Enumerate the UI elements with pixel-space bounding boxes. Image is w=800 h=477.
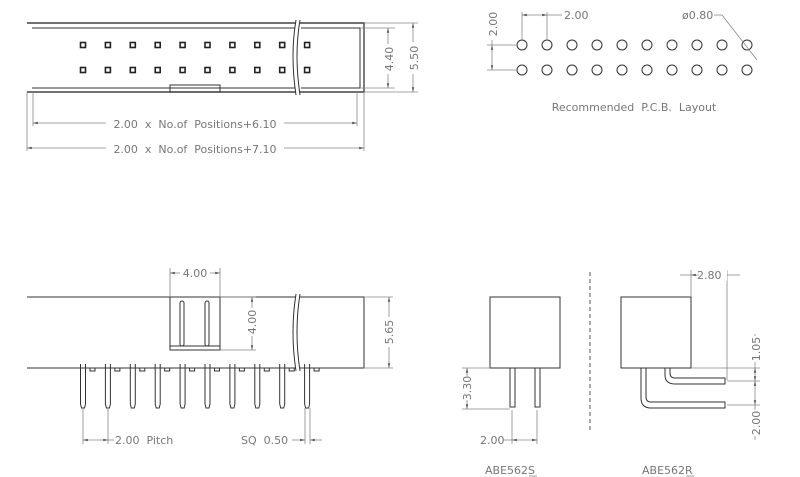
pin-square — [303, 41, 311, 49]
pin-square — [129, 66, 137, 74]
pin — [534, 367, 541, 408]
pin — [104, 364, 111, 409]
standoff-notch — [288, 368, 295, 372]
pcb-hole — [666, 39, 678, 51]
pcb-hole — [566, 39, 578, 51]
lower-pin — [640, 368, 726, 409]
pin-square — [254, 41, 261, 49]
pin — [154, 364, 161, 409]
pin-square — [278, 41, 286, 49]
pcb-hole — [741, 39, 753, 51]
dim-outer-length: 2.00 x No.of Positions+7.10 — [113, 143, 276, 156]
pin — [279, 364, 286, 409]
pin-square — [278, 66, 286, 74]
pcb-hole — [541, 39, 553, 51]
pin-square — [179, 66, 186, 74]
pin-square — [229, 66, 236, 74]
standoff-notch — [139, 368, 146, 372]
pin — [204, 364, 211, 409]
pin-square — [303, 66, 311, 74]
dim-straight-pitch: 2.00 — [480, 434, 505, 447]
pcb-layout-title: Recommended P.C.B. Layout — [552, 101, 717, 114]
pin-square — [154, 66, 161, 74]
pin-square — [79, 41, 87, 49]
pin — [304, 364, 311, 409]
dim-first-row-height: 1.05 — [750, 337, 763, 362]
pin-square — [154, 41, 161, 49]
standoff-notch — [263, 368, 270, 372]
pcb-hole — [616, 64, 628, 76]
dim-hole-diameter: ø0.80 — [682, 9, 713, 22]
pcb-hole — [716, 39, 728, 51]
pcb-hole — [641, 64, 653, 76]
standoff-notch — [238, 368, 245, 372]
pcb-hole — [541, 64, 553, 76]
pin-square — [104, 66, 112, 74]
pcb-hole — [641, 39, 653, 51]
pin-square — [129, 41, 137, 49]
pcb-hole — [591, 39, 603, 51]
pin — [509, 367, 516, 408]
dim-window-width: 4.00 — [183, 267, 208, 280]
pcb-hole — [741, 64, 753, 76]
pcb-hole — [516, 39, 528, 51]
pin-square — [179, 41, 186, 49]
polarization-key — [169, 84, 221, 93]
right-angle-variant-label: ABE562R — [642, 464, 693, 477]
dim-pitch: 2.00 Pitch — [115, 434, 173, 447]
dim-pin-size: SQ 0.50 — [241, 434, 288, 447]
pcb-hole — [716, 64, 728, 76]
standoff-notch — [164, 368, 171, 372]
dim-pin-length: 3.30 — [461, 376, 474, 401]
pcb-hole — [566, 64, 578, 76]
pin-square — [79, 66, 87, 74]
pcb-hole — [691, 39, 703, 51]
pin-square — [104, 41, 112, 49]
standoff-notch — [89, 368, 96, 372]
standoff-notch — [313, 368, 320, 372]
dim-inner-length: 2.00 x No.of Positions+6.10 — [113, 118, 276, 131]
standoff-notch — [189, 368, 196, 372]
pin — [80, 364, 86, 409]
pcb-hole — [616, 39, 628, 51]
pin — [129, 364, 136, 409]
pcb-hole — [516, 64, 528, 76]
pcb-hole — [666, 64, 678, 76]
pin-square — [254, 66, 261, 74]
pin-square — [229, 41, 236, 49]
straight-variant: 3.30 2.00 ABE562S — [461, 296, 561, 477]
dim-outer-height: 5.50 — [408, 46, 421, 71]
dim-row-pitch: 2.00 — [487, 12, 500, 37]
pin-square — [204, 41, 211, 49]
upper-pin — [664, 368, 726, 385]
dim-right-row-pitch: 2.00 — [750, 411, 763, 436]
dim-offset: 2.80 — [697, 269, 722, 282]
standoff-notch — [214, 368, 220, 372]
pcb-hole — [691, 64, 703, 76]
top-view: 4.40 5.50 2.00 x No.of Positions+6.10 2.… — [26, 19, 421, 156]
dim-col-pitch: 2.00 — [564, 9, 589, 22]
pin — [254, 364, 261, 409]
break-line — [292, 19, 301, 96]
standoff-notch — [114, 368, 121, 372]
right-angle-variant: 2.80 1.05 2.00 ABE562R — [620, 268, 763, 477]
dim-inner-height: 4.40 — [383, 47, 396, 72]
straight-variant-label: ABE562S — [485, 464, 535, 477]
pin — [229, 364, 236, 409]
pcb-layout: 2.00 2.00 ø0.80 Recommended P.C.B. Layou… — [487, 9, 758, 114]
pin — [179, 364, 186, 409]
side-view: 4.00 4.00 5.65 2.00 Pitch SQ 0.50 — [27, 266, 396, 447]
dim-body-height: 5.65 — [383, 320, 396, 345]
pin-square — [204, 66, 211, 74]
pcb-hole — [591, 64, 603, 76]
dim-window-height: 4.00 — [246, 310, 259, 335]
